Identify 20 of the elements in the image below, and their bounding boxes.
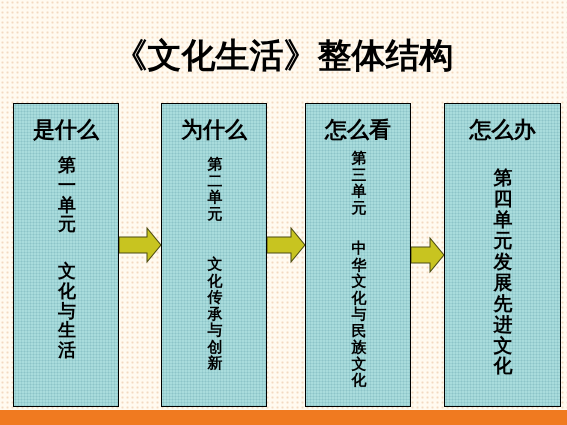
unit-number: 第四单元 [494,168,512,252]
unit-box [444,103,561,407]
box-heading: 怎么看 [323,118,392,144]
block-arrow [410,236,445,274]
unit-number: 第一单元 [58,156,76,236]
box-heading: 怎么办 [468,118,537,144]
unit-topic: 文化与生活 [58,262,76,361]
unit-number: 第三单元 [352,150,366,216]
unit-box [305,103,411,407]
unit-number: 第二单元 [208,156,222,222]
block-arrow [118,226,162,264]
box-heading: 为什么 [180,118,248,144]
unit-box [13,103,119,407]
unit-topic: 文化传承与创新 [208,256,222,372]
box-heading: 是什么 [32,118,100,144]
unit-box [161,103,267,407]
block-arrow [266,226,306,264]
unit-topic: 发展先进文化 [494,252,512,378]
title: 《文化生活》整体结构 [112,35,454,78]
unit-topic: 中华文化与民族文化 [352,240,366,388]
